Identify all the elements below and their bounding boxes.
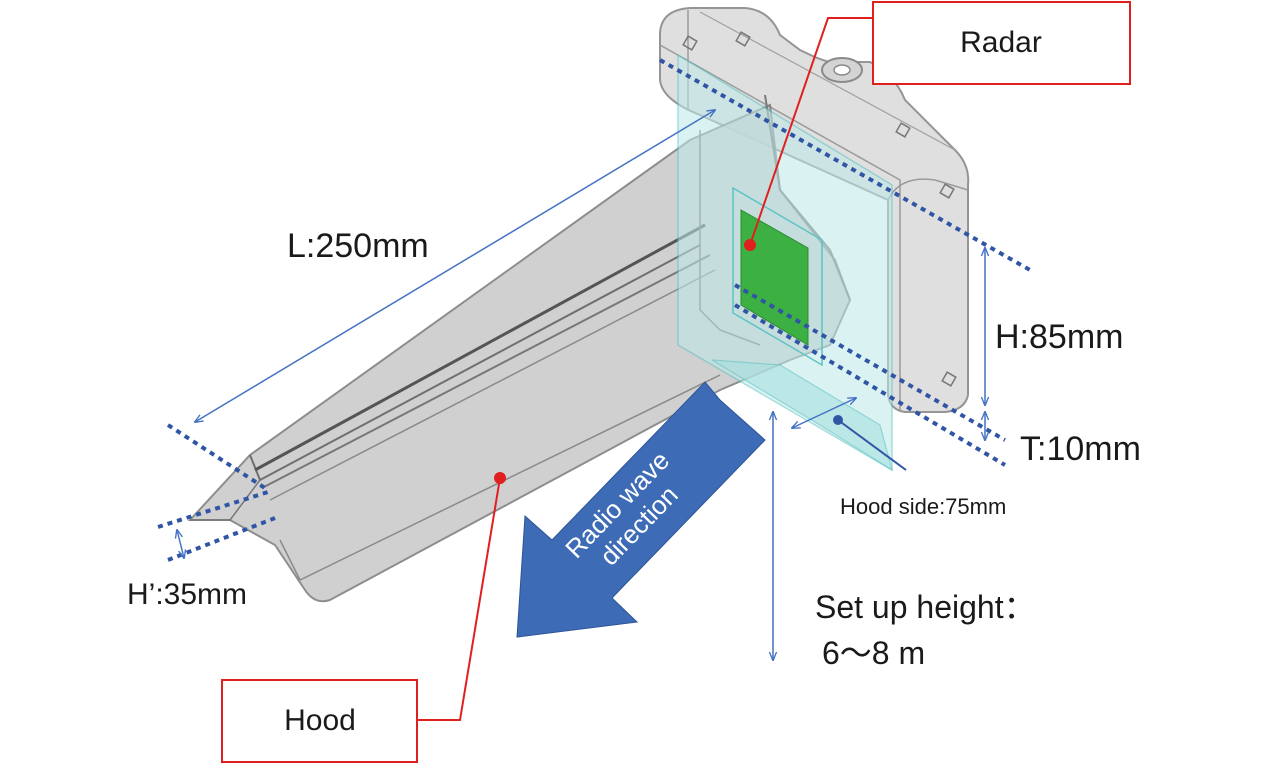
hood-label-box: [221, 679, 418, 763]
radar-label-box: [872, 1, 1131, 85]
hood-callout: Hood: [221, 472, 506, 763]
hood-side-leader: [837, 419, 907, 471]
radar-callout: Radar: [744, 1, 1131, 251]
hood-side-arrow: [792, 398, 856, 428]
length-arrow: [195, 110, 715, 422]
hood-label: Hood: [284, 704, 356, 737]
height-label: H:85mm: [995, 318, 1123, 356]
radar-chip: [740, 209, 809, 346]
setup-height-line1: Set up height：: [815, 589, 1036, 625]
hood-side-dot: [833, 415, 843, 425]
hood-height-arrow: [177, 530, 184, 558]
setup-height-line2: 6～8 m: [822, 635, 925, 671]
radar-label: Radar: [960, 26, 1042, 59]
thickness-label: T:10mm: [1020, 430, 1141, 468]
hood-side-label: Hood side:75mm: [840, 494, 1006, 519]
dimension-arrows: [177, 110, 985, 660]
dotted-guides: [157, 58, 1031, 562]
length-label: L:250mm: [287, 227, 429, 265]
hood-height-label: H’:35mm: [127, 578, 247, 611]
